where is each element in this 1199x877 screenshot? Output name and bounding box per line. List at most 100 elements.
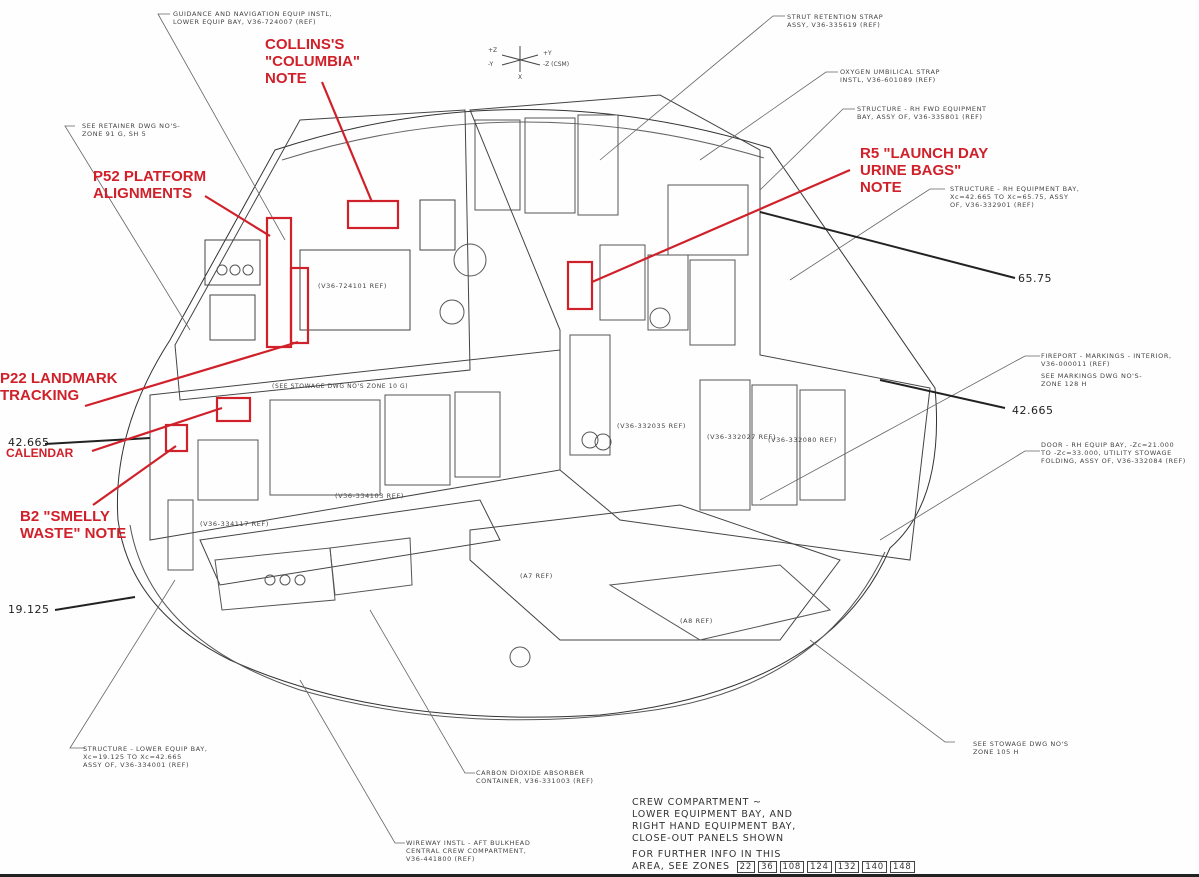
bottom-border (0, 874, 1199, 877)
callout-line: SEE RETAINER DWG NO'S- (82, 122, 181, 130)
zones-prefix: AREA, SEE ZONES (632, 861, 730, 872)
callout-line: V36-000011 (REF) (1041, 360, 1110, 368)
dimension-65-75: 65.75 (1018, 272, 1052, 285)
dimension-42-665-right: 42.665 (1012, 404, 1054, 417)
panel-label: (V36-724101 REF) (318, 282, 387, 290)
r5-box (566, 260, 594, 311)
callout-line: OXYGEN UMBILICAL STRAP (840, 68, 941, 76)
callout-line: Xc=19.125 TO Xc=42.665 (83, 753, 182, 761)
couch-footrest-area (469, 504, 841, 641)
zone-box: 148 (890, 861, 915, 873)
callout-retainer: SEE RETAINER DWG NO'S-ZONE 91 G, SH 5 (82, 122, 180, 138)
axis-plus-y: +Y (543, 50, 552, 57)
p52-label: P52 PLATFORM ALIGNMENTS (93, 168, 206, 202)
label-line: "COLUMBIA" (265, 53, 361, 70)
label-line: P22 LANDMARK (0, 370, 118, 387)
label-line: R5 "LAUNCH DAY (860, 145, 989, 162)
left-equipment-bay (174, 109, 471, 401)
callout-line: DOOR - RH EQUIP BAY, -Zc=21.000 (1041, 441, 1175, 449)
further-info-line: FOR FURTHER INFO IN THIS (632, 849, 782, 860)
callout-line: STRUCTURE - RH EQUIPMENT BAY, (950, 185, 1080, 193)
callout-line: STRUT RETENTION STRAP (787, 13, 884, 21)
label-line: NOTE (265, 70, 307, 87)
callout-line: ZONE 91 G, SH 5 (82, 130, 147, 138)
zone-box: 132 (834, 861, 860, 873)
callout-line: SEE STOWAGE DWG NO'S (973, 740, 1069, 748)
zone-box: 108 (779, 861, 805, 873)
callout-rh-bay: STRUCTURE - RH EQUIPMENT BAY,Xc=42.665 T… (950, 185, 1079, 209)
title-line: LOWER EQUIPMENT BAY, AND (632, 809, 793, 820)
callout-line: FOLDING, ASSY OF, V36-332084 (REF) (1041, 457, 1186, 465)
panel-label: (V36-332080 REF) (768, 436, 837, 444)
callout-line: CARBON DIOXIDE ABSORBER (476, 769, 585, 777)
callout-line: Xc=42.665 TO Xc=65.75, ASSY (950, 193, 1069, 201)
b2-box (164, 423, 189, 453)
p22-label: P22 LANDMARK TRACKING (0, 370, 118, 404)
label-line: ALIGNMENTS (93, 185, 193, 202)
panel-label: (V36-334103 REF) (335, 492, 404, 500)
calendar-label: CALENDAR (6, 446, 74, 460)
label-line: COLLINS'S (265, 36, 345, 53)
callout-line: SEE MARKINGS DWG NO'S- (1041, 372, 1143, 380)
callout-line: GUIDANCE AND NAVIGATION EQUIP INSTL, (173, 10, 333, 18)
callout-line: FIREPORT - MARKINGS - INTERIOR, (1041, 352, 1172, 360)
callout-line: TO -Zc=33.000, UTILITY STOWAGE (1041, 449, 1172, 457)
label-line: WASTE" NOTE (20, 525, 127, 542)
columbia-note-label: COLLINS'S "COLUMBIA" NOTE (265, 36, 360, 87)
label-line: URINE BAGS" (860, 162, 962, 179)
callout-line: ASSY, V36-335619 (REF) (787, 21, 881, 29)
callout-line: CENTRAL CREW COMPARTMENT, (406, 847, 527, 855)
axis-plus-z: +Z (488, 47, 498, 54)
callout-guidance: GUIDANCE AND NAVIGATION EQUIP INSTL,LOWE… (173, 10, 332, 26)
callout-line: BAY, ASSY OF, V36-335801 (REF) (857, 113, 983, 121)
callout-line: ZONE 128 H (1041, 380, 1087, 388)
dimension-42-665-left: 42.665 (8, 436, 50, 449)
zone-box: 124 (807, 861, 832, 873)
axis-minus-z: -Z (CSM) (543, 61, 570, 68)
panel-label: (A7 REF) (520, 572, 553, 580)
callout-line: LOWER EQUIP BAY, V36-724007 (REF) (173, 18, 317, 26)
zone-box: 22 (736, 861, 756, 873)
title-line: CLOSE-OUT PANELS SHOWN (632, 833, 784, 844)
zone-box: 140 (862, 861, 887, 873)
callout-line: ASSY OF, V36-334001 (REF) (83, 761, 190, 769)
zone-box: 36 (758, 861, 777, 873)
callout-line: ZONE 105 H (973, 748, 1019, 756)
right-equipment-bay (469, 94, 931, 561)
callout-line: INSTL, V36-601089 (REF) (840, 76, 936, 84)
panel-label: (SEE STOWAGE DWG NO'S ZONE 10 G) (272, 383, 409, 390)
title-line: CREW COMPARTMENT ~ (632, 797, 762, 808)
axis-minus-y: -Y (488, 61, 494, 68)
b2-label: B2 "SMELLY WASTE" NOTE (20, 508, 126, 542)
capsule-outer-shell (116, 109, 938, 718)
callout-line: STRUCTURE - RH FWD EQUIPMENT (857, 105, 987, 113)
lower-equipment-bay (149, 349, 561, 541)
label-line: P52 PLATFORM (93, 168, 207, 185)
callout-line: WIREWAY INSTL - AFT BULKHEAD (406, 839, 531, 847)
panel-label: (A8 REF) (680, 617, 713, 625)
p22-box (215, 396, 252, 423)
callout-fireport: FIREPORT - MARKINGS - INTERIOR,V36-00001… (1041, 352, 1172, 388)
columbia-note-box (346, 199, 400, 230)
dimension-19-125: 19.125 (8, 603, 50, 616)
p52-box-2 (289, 266, 310, 345)
panel-label: (V36-332035 REF) (617, 422, 686, 430)
axis-x: X (518, 74, 523, 81)
callout-line: STRUCTURE - LOWER EQUIP BAY, (83, 745, 208, 753)
label-line: B2 "SMELLY (20, 508, 110, 525)
callout-line: V36-441800 (REF) (406, 855, 475, 863)
r5-label: R5 "LAUNCH DAY URINE BAGS" NOTE (860, 145, 988, 196)
p52-box-1 (265, 216, 293, 349)
callout-line: OF, V36-332901 (REF) (950, 201, 1035, 209)
callout-lower-bay: STRUCTURE - LOWER EQUIP BAY,Xc=19.125 TO… (83, 745, 207, 769)
